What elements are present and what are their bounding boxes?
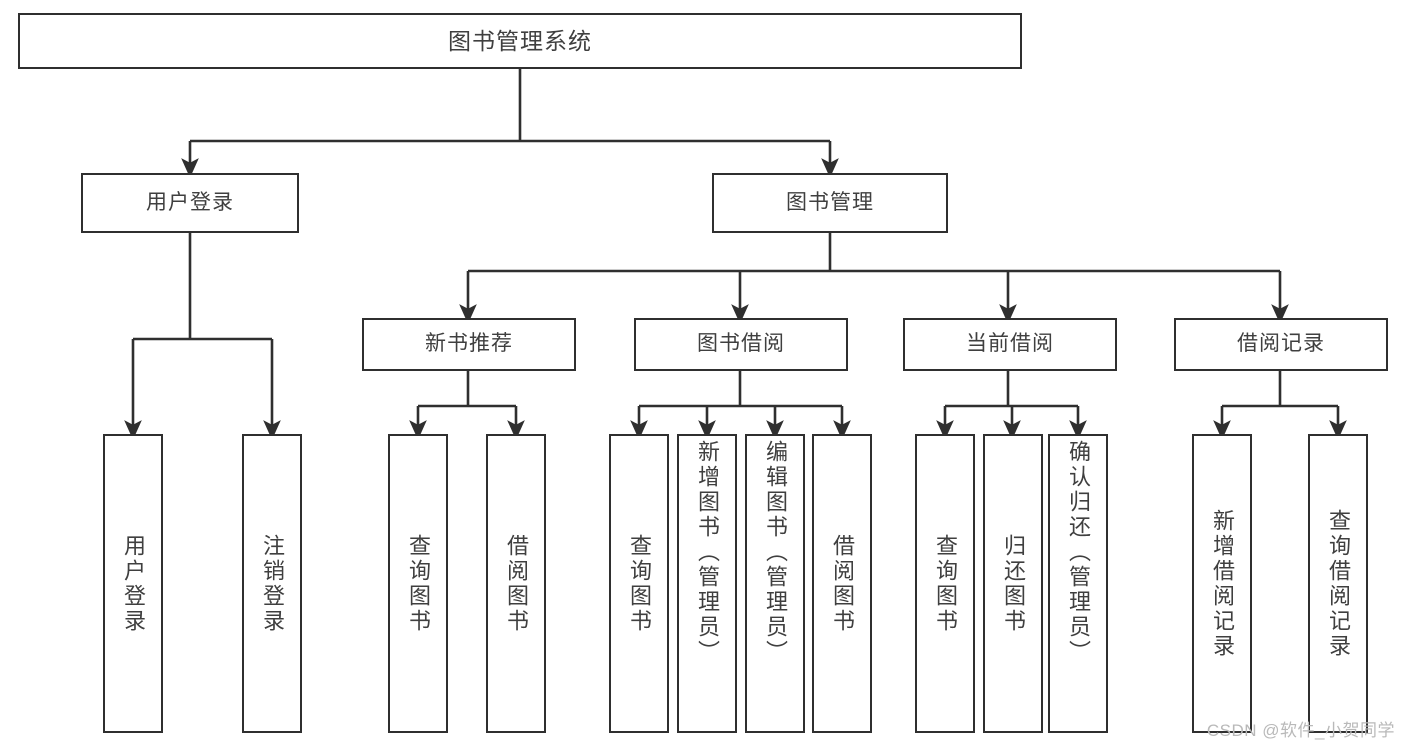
watermark-text: CSDN @软件_小贺同学 [1206, 721, 1395, 740]
node-label: 新书推荐 [425, 332, 513, 356]
node-label: 当前借阅 [966, 332, 1054, 356]
node-label: 查询图书 [406, 533, 431, 634]
node-leaf-borrow-book-newbook[interactable]: 借阅图书 [486, 434, 546, 733]
node-leaf-add-book-admin[interactable]: 新增图书（管理员） [677, 434, 737, 733]
node-leaf-user-login[interactable]: 用户登录 [103, 434, 163, 733]
node-label: 新增借阅记录 [1210, 508, 1235, 659]
node-label: 查询图书 [933, 533, 958, 634]
node-book-borrow[interactable]: 图书借阅 [634, 318, 848, 371]
node-label: 图书管理系统 [448, 27, 592, 54]
node-current-borrow[interactable]: 当前借阅 [903, 318, 1117, 371]
node-leaf-borrow-book[interactable]: 借阅图书 [812, 434, 872, 733]
node-label: 注销登录 [260, 533, 285, 634]
node-leaf-logout[interactable]: 注销登录 [242, 434, 302, 733]
node-label: 归还图书 [1001, 533, 1026, 634]
node-label: 编辑图书（管理员） [763, 440, 788, 665]
node-borrow-record[interactable]: 借阅记录 [1174, 318, 1388, 371]
node-label: 用户登录 [121, 533, 146, 634]
node-label: 确认归还（管理员） [1066, 440, 1091, 665]
node-leaf-query-book-newbook[interactable]: 查询图书 [388, 434, 448, 733]
node-label: 借阅图书 [504, 533, 529, 634]
node-label: 图书管理 [786, 190, 874, 214]
node-book-management[interactable]: 图书管理 [712, 173, 948, 233]
node-leaf-return-book[interactable]: 归还图书 [983, 434, 1043, 733]
node-label: 图书借阅 [697, 332, 785, 356]
node-label: 查询借阅记录 [1326, 508, 1351, 659]
node-leaf-query-book-borrow[interactable]: 查询图书 [609, 434, 669, 733]
node-root-book-management-system[interactable]: 图书管理系统 [18, 13, 1022, 69]
node-user-login[interactable]: 用户登录 [81, 173, 299, 233]
node-leaf-edit-book-admin[interactable]: 编辑图书（管理员） [745, 434, 805, 733]
node-label: 借阅记录 [1237, 332, 1325, 356]
node-new-book-recommend[interactable]: 新书推荐 [362, 318, 576, 371]
node-label: 用户登录 [146, 190, 234, 214]
node-leaf-add-borrow-record[interactable]: 新增借阅记录 [1192, 434, 1252, 733]
node-label: 借阅图书 [830, 533, 855, 634]
node-leaf-query-book-current[interactable]: 查询图书 [915, 434, 975, 733]
node-leaf-query-borrow-record[interactable]: 查询借阅记录 [1308, 434, 1368, 733]
node-leaf-confirm-return-admin[interactable]: 确认归还（管理员） [1048, 434, 1108, 733]
node-label: 新增图书（管理员） [695, 440, 720, 665]
node-label: 查询图书 [627, 533, 652, 634]
